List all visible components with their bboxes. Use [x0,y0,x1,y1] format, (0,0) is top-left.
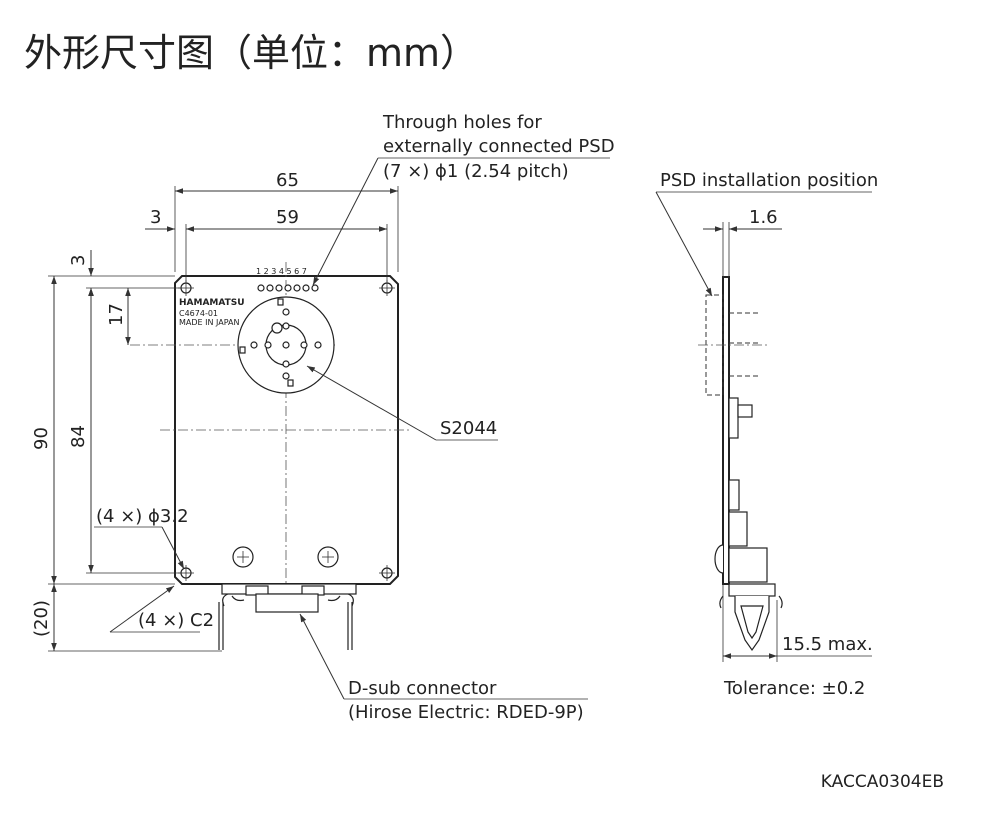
connector-label-line2: (Hirose Electric: RDED-9P) [348,702,584,723]
dim-offset-left: 3 [150,207,161,228]
dim-height-holes: 84 [68,425,89,448]
side-view: PSD installation position 1.6 15.5 max. … [655,170,878,699]
through-holes-line3: (7 ×) ϕ1 (2.54 pitch) [383,161,569,182]
model-marking: C4674-01 [179,309,218,318]
sensor-s2044 [237,296,335,394]
hole-callout: (4 ×) ϕ3.2 [96,506,189,527]
chamfer-callout: (4 ×) C2 [138,610,214,631]
screws [232,546,339,568]
tolerance-note: Tolerance: ±0.2 [723,678,865,699]
page-title: 外形尺寸图（单位：mm） [24,31,479,75]
pin-numbers: 1 2 3 4 5 6 7 [256,267,307,276]
sensor-label: S2044 [440,418,497,439]
brand-marking: HAMAMATSU [179,298,245,308]
mounting-holes [178,280,395,581]
dim-width-outer: 65 [276,170,299,191]
through-holes-line2: externally connected PSD [383,136,615,157]
connector-label-line1: D-sub connector [348,678,497,699]
made-in-marking: MADE IN JAPAN [179,318,239,327]
dim-depth: 15.5 max. [782,634,873,655]
dsub-connector [218,583,357,650]
dim-offset-top: 3 [68,255,89,266]
dim-thickness: 1.6 [749,207,778,228]
dim-height-outer: 90 [31,427,52,450]
dim-width-holes: 59 [276,207,299,228]
psd-through-holes [257,284,319,292]
dim-connector-extension: (20) [31,600,52,637]
side-pcb [722,276,730,585]
front-view: 1 2 3 4 5 6 7 HAMAMATSU C4674-01 MADE IN… [31,112,615,723]
through-holes-line1: Through holes for [382,112,542,133]
dim-17: 17 [106,303,127,326]
document-code: KACCA0304EB [820,772,944,792]
psd-position-label: PSD installation position [660,170,878,191]
